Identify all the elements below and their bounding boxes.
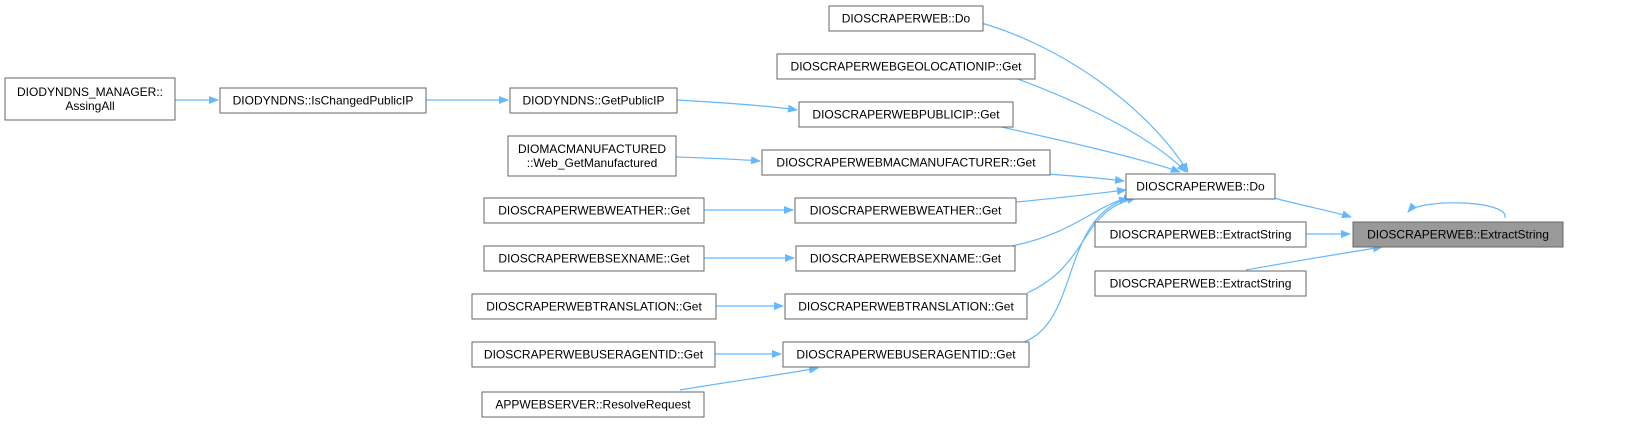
node-box (828, 5, 984, 32)
node-label: DIOSCRAPERWEBSEXNAME::Get (810, 252, 1002, 266)
node-label: DIOSCRAPERWEB::Do (1136, 180, 1265, 194)
node-useragent-wrap[interactable]: DIOSCRAPERWEBUSERAGENTID::Get (471, 341, 716, 368)
node-box (782, 341, 1030, 368)
node-label: DIOSCRAPERWEBGEOLOCATIONIP::Get (791, 60, 1023, 74)
node-label: DIOSCRAPERWEBUSERAGENTID::Get (484, 348, 704, 362)
nodes-layer: DIOSCRAPERWEB::ExtractStringDIOSCRAPERWE… (4, 5, 1564, 418)
node-label: DIOSCRAPERWEBTRANSLATION::Get (798, 300, 1014, 314)
node-publicip[interactable]: DIOSCRAPERWEBPUBLICIP::Get (798, 101, 1014, 128)
node-focus[interactable]: DIOSCRAPERWEB::ExtractString (1352, 221, 1564, 248)
edge-arrow-5 (1014, 77, 1187, 173)
node-label: ::Web_GetManufactured (527, 156, 658, 170)
node-box (784, 293, 1028, 320)
node-box (507, 135, 677, 177)
node-box (1125, 173, 1276, 200)
node-box (1352, 221, 1564, 248)
node-label: DIOSCRAPERWEBSEXNAME::Get (498, 252, 690, 266)
node-label: DIOSCRAPERWEB::ExtractString (1367, 228, 1549, 242)
node-macmanufactured[interactable]: DIOMACMANUFACTURED::Web_GetManufactured (507, 135, 677, 177)
node-box (761, 149, 1051, 176)
node-translation[interactable]: DIOSCRAPERWEBTRANSLATION::Get (784, 293, 1028, 320)
node-sexname-wrap[interactable]: DIOSCRAPERWEBSEXNAME::Get (483, 245, 705, 272)
node-label: DIOSCRAPERWEB::ExtractString (1110, 228, 1292, 242)
edge-arrow-1 (1273, 197, 1352, 219)
node-weather[interactable]: DIOSCRAPERWEBWEATHER::Get (794, 197, 1017, 224)
edge-arrow-3 (1245, 244, 1383, 271)
node-do-main[interactable]: DIOSCRAPERWEB::Do (1125, 173, 1276, 200)
node-label: AssingAll (65, 99, 114, 113)
node-box (219, 87, 427, 114)
node-label: DIOSCRAPERWEBUSERAGENTID::Get (796, 348, 1016, 362)
node-box (483, 245, 705, 272)
node-macmanu[interactable]: DIOSCRAPERWEBMACMANUFACTURER::Get (761, 149, 1051, 176)
node-box (1094, 221, 1307, 248)
node-getpublicip[interactable]: DIODYNDNS::GetPublicIP (509, 87, 678, 114)
node-resolverequest[interactable]: APPWEBSERVER::ResolveRequest (481, 391, 705, 418)
edge-arrow-11 (1023, 196, 1129, 343)
node-useragent[interactable]: DIOSCRAPERWEBUSERAGENTID::Get (782, 341, 1030, 368)
node-label: DIOSCRAPERWEB::ExtractString (1110, 277, 1292, 291)
node-label: APPWEBSERVER::ResolveRequest (495, 398, 691, 412)
node-ischanged[interactable]: DIODYNDNS::IsChangedPublicIP (219, 87, 427, 114)
edge-arrow-20 (679, 365, 819, 391)
node-do-top[interactable]: DIOSCRAPERWEB::Do (828, 5, 984, 32)
node-label: DIOSCRAPERWEB::Do (842, 12, 971, 26)
node-label: DIOSCRAPERWEBWEATHER::Get (498, 204, 690, 218)
node-box (795, 245, 1016, 272)
edges-layer (175, 17, 1506, 391)
edge-arrow-12 (676, 99, 798, 113)
node-extract2[interactable]: DIOSCRAPERWEB::ExtractString (1094, 270, 1307, 297)
node-label: DIOSCRAPERWEBTRANSLATION::Get (486, 300, 702, 314)
node-label: DIODYNDNS_MANAGER:: (17, 85, 163, 99)
node-box (509, 87, 678, 114)
node-label: DIOSCRAPERWEBMACMANUFACTURER::Get (776, 156, 1036, 170)
node-box (1094, 270, 1307, 297)
edge-arrow-6 (996, 125, 1181, 173)
node-sexname[interactable]: DIOSCRAPERWEBSEXNAME::Get (795, 245, 1016, 272)
node-label: DIODYNDNS::IsChangedPublicIP (233, 94, 414, 108)
edge-arrow-15 (675, 156, 761, 165)
edge-arrow-7 (1046, 173, 1125, 184)
node-label: DIOSCRAPERWEBPUBLICIP::Get (812, 108, 1000, 122)
edge-arrow-0 (1407, 202, 1506, 219)
node-box (798, 101, 1014, 128)
node-box (481, 391, 705, 418)
node-box (4, 77, 176, 121)
node-weather-wrap[interactable]: DIOSCRAPERWEBWEATHER::Get (483, 197, 705, 224)
node-label: DIOSCRAPERWEBWEATHER::Get (810, 204, 1002, 218)
node-geoip[interactable]: DIOSCRAPERWEBGEOLOCATIONIP::Get (776, 53, 1036, 80)
node-box (471, 293, 717, 320)
node-box (794, 197, 1017, 224)
node-box (483, 197, 705, 224)
node-box (471, 341, 716, 368)
node-label: DIOMACMANUFACTURED (518, 142, 666, 156)
node-label: DIODYNDNS::GetPublicIP (522, 94, 664, 108)
node-assingall[interactable]: DIODYNDNS_MANAGER::AssingAll (4, 77, 176, 121)
node-translation-wrap[interactable]: DIOSCRAPERWEBTRANSLATION::Get (471, 293, 717, 320)
edge-arrow-4 (961, 17, 1189, 173)
node-extract1[interactable]: DIOSCRAPERWEB::ExtractString (1094, 221, 1307, 248)
edge-arrow-8 (1015, 187, 1127, 203)
node-box (776, 53, 1036, 80)
